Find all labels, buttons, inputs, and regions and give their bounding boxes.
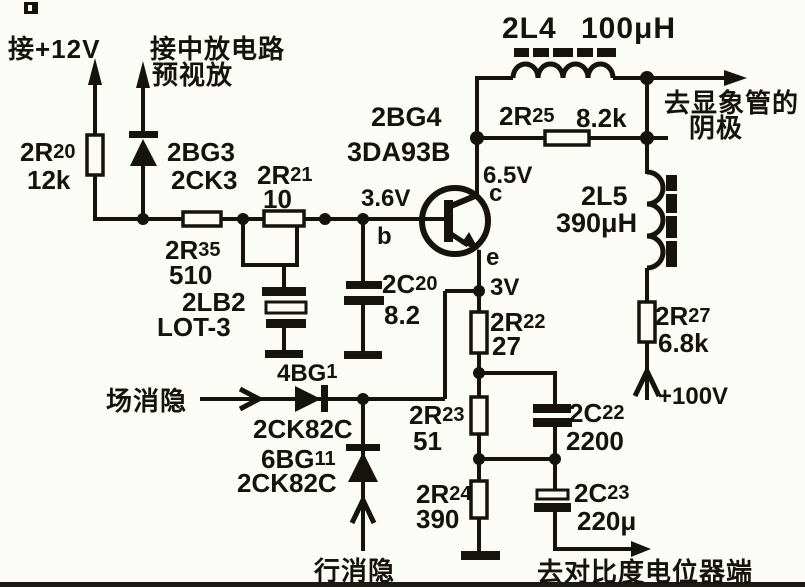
diode-6BG11 xyxy=(346,444,380,482)
label-bg11-designator: 6BG11 xyxy=(261,444,336,474)
arrow-up-if-icon xyxy=(136,61,150,88)
diodes xyxy=(129,131,380,482)
label-bg1-type: 2CK82C xyxy=(253,414,353,444)
resistor-2R23 xyxy=(469,395,489,436)
core-2L4 xyxy=(514,48,616,57)
label-c20-designator: 2C20 xyxy=(382,269,438,299)
label-line-blanking: 行消隐 xyxy=(313,556,395,586)
labels: 接+12V 接中放电路 预视放 去显象管的 阴极 +100V 场消隐 行消隐 去… xyxy=(8,12,799,587)
label-r23-value: 51 xyxy=(413,426,442,456)
grounds xyxy=(265,350,500,560)
label-bg3-designator: 2BG3 xyxy=(167,137,235,167)
label-c20-value: 8.2 xyxy=(384,300,420,330)
ground-lb2-icon xyxy=(265,350,303,358)
label-l4-value: 100μH xyxy=(581,12,676,45)
label-contrast-pot: 去对比度电位器端 xyxy=(537,557,753,587)
label-r22-designator: 2R22 xyxy=(490,307,546,337)
label-if-line1: 接中放电路 xyxy=(150,34,285,64)
scan-corner-mark xyxy=(24,2,38,14)
arrow-right-contrast-icon xyxy=(631,541,651,557)
resistor-2R35 xyxy=(181,210,223,228)
capacitors xyxy=(262,281,572,512)
label-l4-designator: 2L4 xyxy=(502,12,557,45)
label-r27-value: 6.8k xyxy=(658,328,709,358)
resistor-2R21 xyxy=(262,209,306,228)
label-q1-type: 3DA93B xyxy=(347,137,451,167)
label-bg11-type: 2CK82C xyxy=(237,468,337,498)
diode-2BG3 xyxy=(129,131,158,166)
transistor-2BG4 xyxy=(419,185,491,257)
label-q1-pin-e: e xyxy=(486,244,499,271)
resistor-2R22 xyxy=(469,310,489,355)
label-field-blanking: 场消隐 xyxy=(106,386,187,416)
label-r35-designator: 2R35 xyxy=(165,235,221,265)
inductor-2L4 xyxy=(510,48,616,79)
diode-4BG1 xyxy=(295,385,328,412)
label-q1-pin-b: b xyxy=(377,223,392,250)
label-r20-value: 12k xyxy=(27,165,71,195)
label-c23-designator: 2C23 xyxy=(574,478,630,508)
junction-dots xyxy=(137,71,654,465)
label-r25-value: 8.2k xyxy=(576,103,627,133)
label-q1-vcollector: 6.5V xyxy=(483,162,532,189)
label-r25-designator: 2R25 xyxy=(499,101,555,131)
label-r24-value: 390 xyxy=(416,504,459,534)
resistor-2R27 xyxy=(637,300,657,344)
label-r21-value: 10 xyxy=(263,184,292,214)
label-r21-designator: 2R21 xyxy=(257,160,313,190)
label-r20-designator: 2R20 xyxy=(20,137,76,167)
resistor-2R20 xyxy=(85,133,105,177)
emitter-arrow-icon xyxy=(461,232,479,250)
scan-edge-bottom xyxy=(0,582,805,587)
label-if-line2: 预视放 xyxy=(152,60,233,90)
label-r22-value: 27 xyxy=(492,331,521,361)
capacitor-2C22 xyxy=(533,404,572,427)
capacitor-2C20 xyxy=(344,281,384,305)
arrow-up-12v-icon xyxy=(88,58,102,85)
label-l5-designator: 2L5 xyxy=(581,181,628,211)
label-q1-vbase: 3.6V xyxy=(361,185,410,212)
label-lb2-type: LOT-3 xyxy=(157,312,231,342)
label-bg1-designator: 4BG1 xyxy=(277,360,337,387)
arrow-right-field-blanking-icon xyxy=(238,386,265,412)
label-plus100v: +100V xyxy=(658,383,728,410)
label-l5-value: 390μH xyxy=(556,208,637,238)
label-c22-designator: 2C22 xyxy=(569,398,625,428)
label-r27-designator: 2R27 xyxy=(655,301,711,331)
inductor-2L5 xyxy=(646,169,677,271)
label-r23-designator: 2R23 xyxy=(409,400,465,430)
label-q1-vemitter: 3V xyxy=(490,274,519,301)
inductors xyxy=(510,48,677,271)
core-2L5 xyxy=(666,175,677,267)
label-c22-value: 2200 xyxy=(566,426,624,456)
terminal-arrows xyxy=(88,58,747,557)
capacitor-2C23 xyxy=(534,488,571,512)
label-plus12v: 接+12V xyxy=(8,34,100,64)
label-r24-designator: 2R24 xyxy=(416,479,472,509)
label-bg3-type: 2CK3 xyxy=(171,165,237,195)
ground-r24-icon xyxy=(461,551,500,560)
label-lb2-designator: 2LB2 xyxy=(182,287,246,317)
resistor-2R25 xyxy=(543,129,591,147)
label-r35-value: 510 xyxy=(169,260,212,290)
label-crt-line1: 去显象管的 xyxy=(664,88,799,118)
label-c23-value: 220μ xyxy=(577,506,636,536)
resistor-2R24 xyxy=(469,479,489,520)
inline-arrows xyxy=(238,365,662,525)
label-q1-designator: 2BG4 xyxy=(371,102,442,132)
label-crt-line2: 阴极 xyxy=(689,113,743,143)
arrow-right-crt-icon xyxy=(724,70,747,86)
resistor-bodies xyxy=(85,129,657,520)
arrow-up-100v-icon xyxy=(632,365,662,398)
label-q1-pin-c: c xyxy=(489,180,502,207)
filter-2LB2 xyxy=(262,287,308,328)
ground-c20-icon xyxy=(344,351,382,359)
arrow-up-line-blanking-icon xyxy=(349,494,377,525)
